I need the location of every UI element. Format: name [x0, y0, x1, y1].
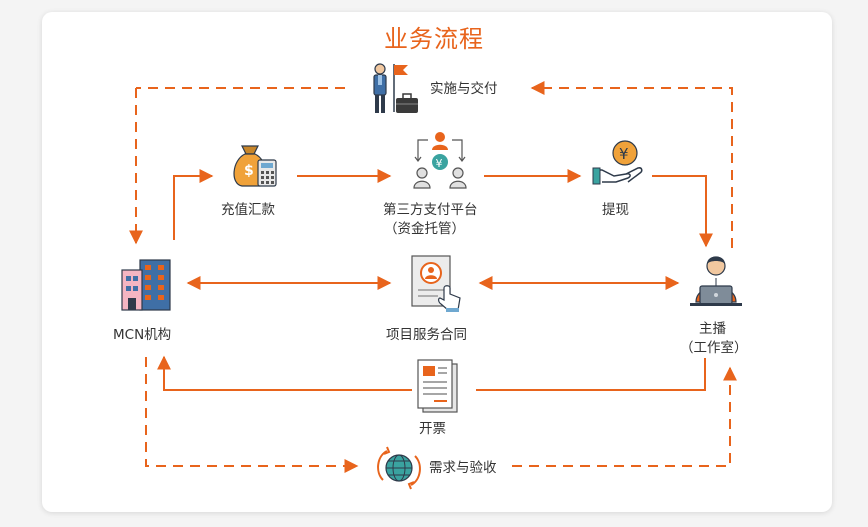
mcn-label: MCN机构 [113, 327, 172, 343]
streamer-laptop-icon [690, 256, 742, 306]
money-bag-calculator-icon: $ [233, 145, 277, 187]
arrow-withdraw-to-anchor [652, 175, 713, 248]
worker-flag-icon [373, 63, 418, 113]
dashed-arrow-anchor-to-implement [530, 81, 733, 248]
dashed-arrow-demand-to-anchor [512, 366, 737, 467]
invoice-label: 开票 [419, 421, 446, 437]
svg-text:¥: ¥ [436, 157, 443, 170]
withdraw-label: 提现 [602, 202, 629, 218]
demand-label: 需求与验收 [429, 460, 497, 476]
implement-label: 实施与交付 [430, 81, 498, 97]
payment-network-icon: ¥ [413, 132, 467, 189]
contract-document-icon [411, 255, 461, 312]
dashed-arrow-mcn-to-demand [145, 357, 359, 473]
platform-label: 第三方支付平台 [383, 202, 478, 218]
diagram-title: 业务流程 [384, 25, 484, 53]
line-anchor-to-invoice [476, 358, 706, 391]
platform-sublabel: （资金托管） [384, 221, 465, 237]
contract-label: 项目服务合同 [386, 327, 467, 343]
svg-text:$: $ [244, 163, 254, 179]
arrow-invoice-to-mcn [157, 355, 412, 391]
building-icon [121, 259, 171, 311]
hand-yen-coin-icon: ¥ [592, 140, 643, 185]
svg-text:¥: ¥ [619, 145, 629, 163]
anchor-label: 主播 [699, 321, 726, 337]
recharge-label: 充值汇款 [221, 202, 275, 218]
globe-cycle-icon [377, 446, 421, 490]
invoice-document-icon [417, 359, 458, 413]
anchor-sublabel: （工作室） [680, 340, 748, 356]
arrow-mcn-to-recharge [173, 169, 214, 240]
